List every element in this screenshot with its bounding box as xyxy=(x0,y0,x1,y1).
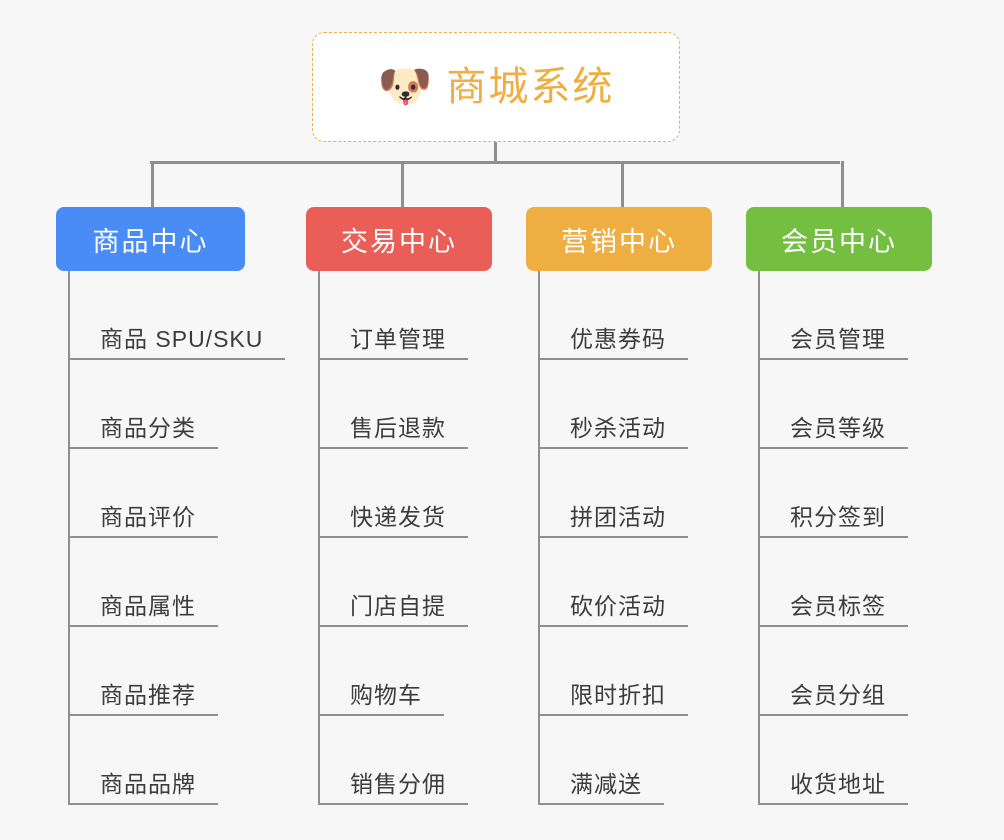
leaf-item-label: 快递发货 xyxy=(350,503,446,530)
connector-stem-member-center xyxy=(841,161,844,207)
leaf-underline: 商品品牌 xyxy=(68,770,218,805)
leaf-item-label: 秒杀活动 xyxy=(570,414,666,441)
leaf-underline: 限时折扣 xyxy=(538,681,688,716)
leaf-underline: 优惠券码 xyxy=(538,325,688,360)
leaf-item[interactable]: 会员等级 xyxy=(746,360,932,449)
leaf-underline: 满减送 xyxy=(538,770,664,805)
column-header-label: 交易中心 xyxy=(341,226,457,257)
leaf-item-label: 门店自提 xyxy=(350,592,446,619)
connector-horizontal-bus xyxy=(150,161,840,164)
column-member-center: 会员中心会员管理会员等级积分签到会员标签会员分组收货地址 xyxy=(746,207,932,805)
leaf-item[interactable]: 商品属性 xyxy=(56,538,245,627)
leaf-item[interactable]: 商品 SPU/SKU xyxy=(56,271,286,360)
leaf-item-label: 拼团活动 xyxy=(570,503,666,530)
leaf-item-label: 积分签到 xyxy=(790,503,886,530)
leaf-underline: 会员分组 xyxy=(758,681,908,716)
leaf-item[interactable]: 拼团活动 xyxy=(526,449,712,538)
leaf-item-label: 售后退款 xyxy=(350,414,446,441)
leaf-item-label: 购物车 xyxy=(350,681,422,708)
leaf-underline: 购物车 xyxy=(318,681,444,716)
leaf-underline: 商品分类 xyxy=(68,414,218,449)
leaf-item[interactable]: 满减送 xyxy=(526,716,712,805)
leaf-item[interactable]: 会员管理 xyxy=(746,271,932,360)
leaf-item-label: 商品推荐 xyxy=(100,681,196,708)
column-header-product-center[interactable]: 商品中心 xyxy=(56,207,245,271)
leaf-underline: 收货地址 xyxy=(758,770,908,805)
leaf-item-label: 商品分类 xyxy=(100,414,196,441)
leaf-item-label: 商品评价 xyxy=(100,503,196,530)
column-trade-center: 交易中心订单管理售后退款快递发货门店自提购物车销售分佣 xyxy=(306,207,492,805)
column-header-trade-center[interactable]: 交易中心 xyxy=(306,207,492,271)
leaf-underline: 拼团活动 xyxy=(538,503,688,538)
column-header-label: 商品中心 xyxy=(92,226,209,257)
leaf-underline: 商品评价 xyxy=(68,503,218,538)
leaf-item-label: 会员分组 xyxy=(790,681,886,708)
leaf-item[interactable]: 秒杀活动 xyxy=(526,360,712,449)
leaf-item[interactable]: 积分签到 xyxy=(746,449,932,538)
column-header-marketing-center[interactable]: 营销中心 xyxy=(526,207,712,271)
column-product-center: 商品中心商品 SPU/SKU 商品分类商品评价商品属性商品推荐商品品牌 xyxy=(56,207,286,805)
leaf-item[interactable]: 收货地址 xyxy=(746,716,932,805)
leaf-underline: 销售分佣 xyxy=(318,770,468,805)
leaf-underline: 门店自提 xyxy=(318,592,468,627)
leaf-item[interactable]: 会员分组 xyxy=(746,627,932,716)
leaf-list-marketing-center: 优惠券码秒杀活动拼团活动砍价活动限时折扣满减送 xyxy=(526,271,712,805)
leaf-item-label: 砍价活动 xyxy=(570,592,666,619)
leaf-item[interactable]: 商品评价 xyxy=(56,449,245,538)
leaf-item[interactable]: 优惠券码 xyxy=(526,271,712,360)
leaf-list-trade-center: 订单管理售后退款快递发货门店自提购物车销售分佣 xyxy=(306,271,492,805)
leaf-item[interactable]: 商品推荐 xyxy=(56,627,245,716)
leaf-underline: 快递发货 xyxy=(318,503,468,538)
leaf-underline: 会员标签 xyxy=(758,592,908,627)
leaf-underline: 会员等级 xyxy=(758,414,908,449)
leaf-item-label: 商品 SPU/SKU xyxy=(100,325,264,352)
leaf-item-label: 收货地址 xyxy=(790,770,886,797)
leaf-item-label: 商品属性 xyxy=(100,592,196,619)
leaf-item[interactable]: 售后退款 xyxy=(306,360,492,449)
leaf-underline: 商品推荐 xyxy=(68,681,218,716)
column-marketing-center: 营销中心优惠券码秒杀活动拼团活动砍价活动限时折扣满减送 xyxy=(526,207,712,805)
shiba-dog-face-emoji: 🐶 xyxy=(377,62,433,111)
leaf-list-product-center: 商品 SPU/SKU 商品分类商品评价商品属性商品推荐商品品牌 xyxy=(56,271,286,805)
leaf-item[interactable]: 销售分佣 xyxy=(306,716,492,805)
leaf-item[interactable]: 限时折扣 xyxy=(526,627,712,716)
leaf-item[interactable]: 会员标签 xyxy=(746,538,932,627)
leaf-item-label: 满减送 xyxy=(570,770,642,797)
leaf-item-label: 商品品牌 xyxy=(100,770,196,797)
leaf-underline: 砍价活动 xyxy=(538,592,688,627)
leaf-underline: 售后退款 xyxy=(318,414,468,449)
leaf-item-label: 会员等级 xyxy=(790,414,886,441)
leaf-item[interactable]: 商品品牌 xyxy=(56,716,245,805)
leaf-item[interactable]: 快递发货 xyxy=(306,449,492,538)
leaf-item-label: 销售分佣 xyxy=(350,770,446,797)
leaf-underline: 商品 SPU/SKU xyxy=(68,325,286,360)
leaf-item-label: 会员标签 xyxy=(790,592,886,619)
leaf-item-label: 优惠券码 xyxy=(570,325,666,352)
leaf-list-member-center: 会员管理会员等级积分签到会员标签会员分组收货地址 xyxy=(746,271,932,805)
leaf-underline: 会员管理 xyxy=(758,325,908,360)
leaf-underline: 订单管理 xyxy=(318,325,468,360)
root-node-mall-system[interactable]: 🐶 商城系统 xyxy=(312,32,680,142)
column-header-member-center[interactable]: 会员中心 xyxy=(746,207,932,271)
leaf-underline: 秒杀活动 xyxy=(538,414,688,449)
connector-stem-marketing-center xyxy=(621,161,624,207)
leaf-item[interactable]: 订单管理 xyxy=(306,271,492,360)
leaf-underline: 积分签到 xyxy=(758,503,908,538)
column-header-label: 会员中心 xyxy=(781,226,897,257)
leaf-item-label: 订单管理 xyxy=(350,325,446,352)
leaf-item[interactable]: 商品分类 xyxy=(56,360,245,449)
leaf-item[interactable]: 砍价活动 xyxy=(526,538,712,627)
connector-stem-product-center xyxy=(151,161,154,207)
leaf-item-label: 限时折扣 xyxy=(570,681,666,708)
connector-stem-trade-center xyxy=(401,161,404,207)
leaf-underline: 商品属性 xyxy=(68,592,218,627)
root-node-title: 商城系统 xyxy=(446,65,615,109)
connector-root-stem xyxy=(494,142,497,163)
leaf-item[interactable]: 门店自提 xyxy=(306,538,492,627)
leaf-item[interactable]: 购物车 xyxy=(306,627,492,716)
leaf-item-label: 会员管理 xyxy=(790,325,886,352)
column-header-label: 营销中心 xyxy=(561,226,677,257)
